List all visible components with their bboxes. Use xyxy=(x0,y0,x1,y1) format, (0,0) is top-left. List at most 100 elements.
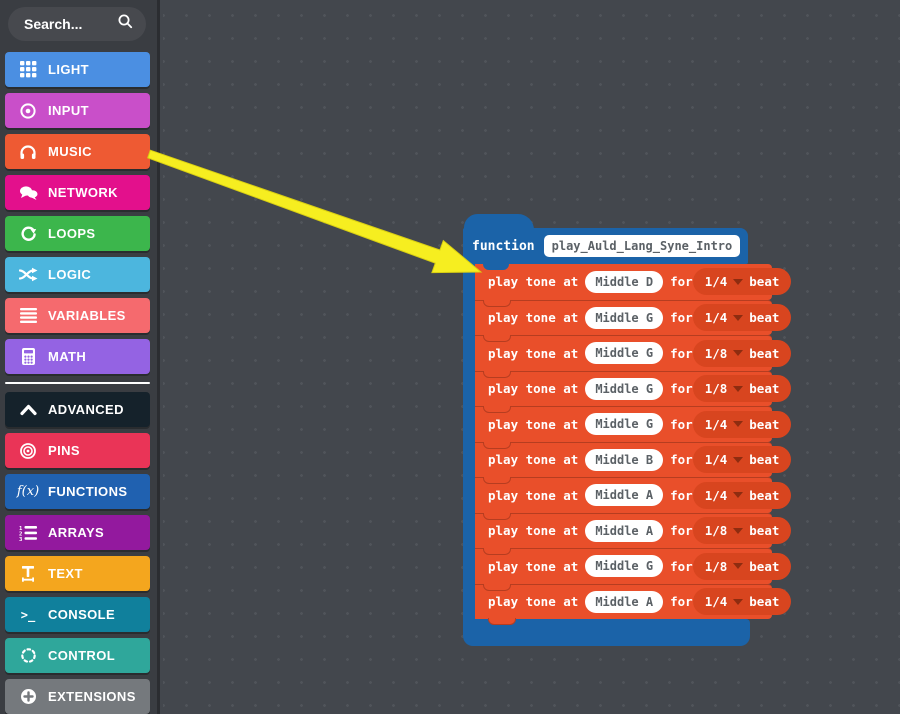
play-tone-block[interactable]: play tone at Middle G for 1/8 beat xyxy=(475,335,792,371)
beat-dropdown[interactable]: 1/8 beat xyxy=(692,552,792,580)
note-field[interactable]: Middle D xyxy=(585,270,664,293)
play-tone-block[interactable]: play tone at Middle A for 1/4 beat xyxy=(475,583,792,619)
play-tone-block[interactable]: play tone at Middle D for 1/4 beat xyxy=(475,264,792,300)
play-tone-block[interactable]: play tone at Middle G for 1/8 beat xyxy=(475,370,792,406)
sidebar-item-advanced[interactable]: ADVANCED xyxy=(5,392,150,427)
search-box[interactable] xyxy=(8,7,146,41)
shuffle-icon xyxy=(18,266,38,284)
sidebar-item-functions[interactable]: f(x) FUNCTIONS xyxy=(5,474,150,509)
sidebar-item-label: TEXT xyxy=(48,566,83,581)
chevron-down-icon xyxy=(733,563,744,570)
beat-label: beat xyxy=(749,416,780,432)
note-field[interactable]: Middle G xyxy=(585,413,664,436)
beat-label: beat xyxy=(749,310,780,326)
sidebar-item-text[interactable]: TEXT xyxy=(5,556,150,591)
workspace-canvas[interactable]: function play_Auld_Lang_Syne_Intro play … xyxy=(163,0,900,714)
play-tone-block[interactable]: play tone at Middle A for 1/8 beat xyxy=(475,512,792,548)
toolbox-sidebar: LIGHT INPUT MUSIC NETWORK LOOPS xyxy=(0,0,160,714)
note-field[interactable]: Middle G xyxy=(585,377,664,400)
sidebar-item-console[interactable]: >_ CONSOLE xyxy=(5,597,150,632)
play-tone-label: play tone at xyxy=(488,523,579,539)
function-block-header[interactable]: function play_Auld_Lang_Syne_Intro xyxy=(463,228,748,264)
sidebar-item-math[interactable]: MATH xyxy=(5,339,150,374)
play-tone-label: play tone at xyxy=(488,381,579,397)
search-input[interactable] xyxy=(24,16,117,32)
sidebar-item-logic[interactable]: LOGIC xyxy=(5,257,150,292)
sidebar-item-control[interactable]: CONTROL xyxy=(5,638,150,673)
function-name-field[interactable]: play_Auld_Lang_Syne_Intro xyxy=(543,235,741,257)
chevron-down-icon xyxy=(733,527,744,534)
note-field[interactable]: Middle G xyxy=(585,342,664,365)
sidebar-item-label: CONTROL xyxy=(48,648,116,663)
for-label: for xyxy=(670,310,693,326)
play-tone-label: play tone at xyxy=(488,416,579,432)
function-block-spine xyxy=(463,264,475,619)
sidebar-item-variables[interactable]: VARIABLES xyxy=(5,298,150,333)
chevron-down-icon xyxy=(733,492,744,499)
beat-dropdown[interactable]: 1/4 beat xyxy=(692,410,792,438)
play-tone-block[interactable]: play tone at Middle G for 1/4 beat xyxy=(475,406,792,442)
note-field[interactable]: Middle G xyxy=(585,555,664,578)
chevron-down-icon xyxy=(733,385,744,392)
for-label: for xyxy=(670,274,693,290)
sidebar-item-label: NETWORK xyxy=(48,185,118,200)
beat-label: beat xyxy=(749,274,780,290)
note-field[interactable]: Middle B xyxy=(585,448,664,471)
note-field[interactable]: Middle G xyxy=(585,306,664,329)
headphones-icon xyxy=(18,143,38,161)
spinner-icon xyxy=(18,647,38,665)
function-block-bottom xyxy=(463,618,750,646)
beat-dropdown[interactable]: 1/4 beat xyxy=(692,268,792,296)
beat-dropdown[interactable]: 1/4 beat xyxy=(692,446,792,474)
beat-label: beat xyxy=(749,523,780,539)
play-tone-label: play tone at xyxy=(488,274,579,290)
play-tone-block[interactable]: play tone at Middle A for 1/4 beat xyxy=(475,477,792,513)
chevron-down-icon xyxy=(733,421,744,428)
sidebar-item-label: VARIABLES xyxy=(48,308,126,323)
text-icon xyxy=(18,565,38,583)
beat-label: beat xyxy=(749,345,780,361)
beat-dropdown[interactable]: 1/8 beat xyxy=(692,339,792,367)
sidebar-item-label: LOGIC xyxy=(48,267,92,282)
sidebar-item-music[interactable]: MUSIC xyxy=(5,134,150,169)
for-label: for xyxy=(670,416,693,432)
beat-dropdown[interactable]: 1/4 beat xyxy=(692,481,792,509)
plus-circle-icon xyxy=(18,688,38,706)
category-list: LIGHT INPUT MUSIC NETWORK LOOPS xyxy=(5,52,150,714)
beat-value: 1/4 xyxy=(704,452,728,468)
sidebar-item-label: EXTENSIONS xyxy=(48,689,136,704)
note-field[interactable]: Middle A xyxy=(585,590,664,613)
svg-text:1: 1 xyxy=(19,526,23,532)
grid-icon xyxy=(18,61,38,79)
play-tone-label: play tone at xyxy=(488,310,579,326)
sidebar-item-input[interactable]: INPUT xyxy=(5,93,150,128)
note-field[interactable]: Middle A xyxy=(585,484,664,507)
beat-dropdown[interactable]: 1/8 beat xyxy=(692,517,792,545)
beat-dropdown[interactable]: 1/4 beat xyxy=(692,304,792,332)
sidebar-item-pins[interactable]: PINS xyxy=(5,433,150,468)
sidebar-item-network[interactable]: NETWORK xyxy=(5,175,150,210)
beat-dropdown[interactable]: 1/4 beat xyxy=(692,588,792,616)
sidebar-item-loops[interactable]: LOOPS xyxy=(5,216,150,251)
sidebar-item-label: INPUT xyxy=(48,103,89,118)
note-field[interactable]: Middle A xyxy=(585,519,664,542)
function-keyword: function xyxy=(472,238,535,254)
fx-icon: f(x) xyxy=(16,484,40,499)
play-tone-block[interactable]: play tone at Middle G for 1/8 beat xyxy=(475,548,792,584)
beat-dropdown[interactable]: 1/8 beat xyxy=(692,375,792,403)
statement-stack: play tone at Middle D for 1/4 beat play … xyxy=(475,264,792,619)
svg-text:2: 2 xyxy=(19,531,22,537)
svg-text:3: 3 xyxy=(19,537,22,541)
sidebar-item-light[interactable]: LIGHT xyxy=(5,52,150,87)
sidebar-item-extensions[interactable]: EXTENSIONS xyxy=(5,679,150,714)
play-tone-block[interactable]: play tone at Middle G for 1/4 beat xyxy=(475,299,792,335)
chevron-up-icon xyxy=(18,401,38,419)
beat-value: 1/4 xyxy=(704,274,728,290)
calculator-icon xyxy=(18,348,38,366)
for-label: for xyxy=(670,345,693,361)
sidebar-separator xyxy=(5,382,150,384)
play-tone-block[interactable]: play tone at Middle B for 1/4 beat xyxy=(475,441,792,477)
beat-value: 1/8 xyxy=(704,345,728,361)
beat-value: 1/4 xyxy=(704,487,728,503)
